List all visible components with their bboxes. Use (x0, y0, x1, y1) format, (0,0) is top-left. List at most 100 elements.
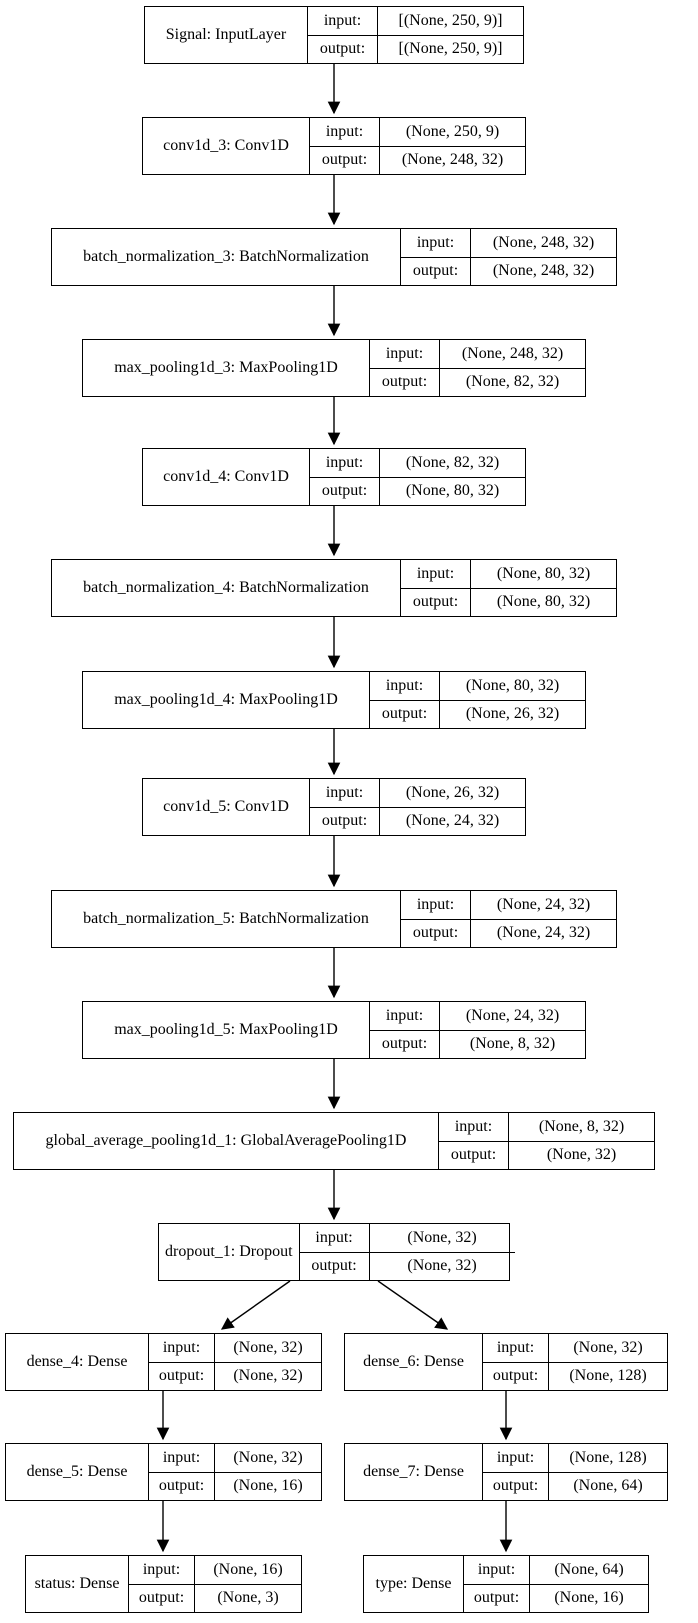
input-shape: (None, 128) (569, 1448, 647, 1466)
layer-name: status: Dense (26, 1556, 129, 1612)
input-shape: [(None, 250, 9)] (398, 11, 503, 29)
output-label: output: (401, 257, 471, 285)
input-label: input: (370, 672, 440, 700)
input-label: input: (401, 229, 471, 257)
output-label: output: (439, 1141, 509, 1169)
layer-node-type: type: Dense input: (None, 64) output: (N… (363, 1555, 649, 1613)
input-label: input: (464, 1556, 530, 1584)
layer-name: dropout_1: Dropout (159, 1224, 300, 1280)
output-label: output: (310, 477, 380, 505)
layer-node-conv1d_4: conv1d_4: Conv1D input: (None, 82, 32) o… (142, 448, 526, 506)
output-shape: (None, 26, 32) (465, 705, 560, 723)
output-shape: (None, 3) (217, 1589, 279, 1607)
edge-arrow (220, 1280, 291, 1330)
output-label: output: (129, 1584, 195, 1612)
layer-name: batch_normalization_5: BatchNormalizatio… (52, 891, 401, 947)
output-shape: (None, 16) (554, 1589, 624, 1607)
layer-node-dense_6: dense_6: Dense input: (None, 32) output:… (344, 1333, 668, 1391)
output-label: output: (401, 588, 471, 616)
input-label: input: (439, 1113, 509, 1141)
layer-name: dense_6: Dense (345, 1334, 483, 1390)
input-label: input: (300, 1224, 370, 1252)
layer-node-conv1d_5: conv1d_5: Conv1D input: (None, 26, 32) o… (142, 778, 526, 836)
input-label: input: (310, 449, 380, 477)
output-label: output: (401, 919, 471, 947)
input-shape: (None, 16) (213, 1560, 283, 1578)
layer-name: batch_normalization_4: BatchNormalizatio… (52, 560, 401, 616)
output-label: output: (300, 1252, 370, 1280)
output-shape: [(None, 250, 9)] (398, 40, 503, 58)
input-label: input: (401, 891, 471, 919)
layer-name: Signal: InputLayer (145, 7, 308, 63)
input-shape: (None, 82, 32) (405, 453, 500, 471)
layer-node-global_average_pooling1d_1: global_average_pooling1d_1: GlobalAverag… (13, 1112, 655, 1170)
layer-node-dense_4: dense_4: Dense input: (None, 32) output:… (5, 1333, 322, 1391)
layer-name: dense_4: Dense (6, 1334, 149, 1390)
layer-name: batch_normalization_3: BatchNormalizatio… (52, 229, 401, 285)
layer-node-max_pooling1d_4: max_pooling1d_4: MaxPooling1D input: (No… (82, 671, 586, 729)
input-label: input: (483, 1334, 549, 1362)
output-shape: (None, 248, 32) (401, 151, 504, 169)
input-label: input: (401, 560, 471, 588)
input-label: input: (129, 1556, 195, 1584)
input-shape: (None, 32) (573, 1338, 643, 1356)
layer-node-batch_normalization_5: batch_normalization_5: BatchNormalizatio… (51, 890, 617, 948)
edge-arrow (377, 1280, 449, 1330)
input-shape: (None, 32) (233, 1338, 303, 1356)
layer-node-dense_7: dense_7: Dense input: (None, 128) output… (344, 1443, 668, 1501)
output-label: output: (149, 1362, 215, 1390)
input-label: input: (370, 340, 440, 368)
input-label: input: (310, 779, 380, 807)
input-label: input: (149, 1334, 215, 1362)
input-shape: (None, 80, 32) (496, 564, 591, 582)
output-shape: (None, 80, 32) (405, 482, 500, 500)
layer-node-status: status: Dense input: (None, 16) output: … (25, 1555, 302, 1613)
output-shape: (None, 32) (233, 1367, 303, 1385)
output-shape: (None, 16) (233, 1477, 303, 1495)
output-label: output: (483, 1472, 549, 1500)
output-label: output: (483, 1362, 549, 1390)
layer-name: max_pooling1d_3: MaxPooling1D (83, 340, 370, 396)
layer-name: type: Dense (364, 1556, 464, 1612)
output-shape: (None, 24, 32) (496, 924, 591, 942)
layer-name: conv1d_3: Conv1D (143, 118, 310, 174)
layer-name: global_average_pooling1d_1: GlobalAverag… (14, 1113, 439, 1169)
output-shape: (None, 82, 32) (465, 373, 560, 391)
output-label: output: (310, 807, 380, 835)
layer-node-batch_normalization_4: batch_normalization_4: BatchNormalizatio… (51, 559, 617, 617)
layer-name: max_pooling1d_5: MaxPooling1D (83, 1002, 370, 1058)
input-label: input: (483, 1444, 549, 1472)
output-shape: (None, 80, 32) (496, 593, 591, 611)
layer-node-dropout_1: dropout_1: Dropout input: (None, 32) out… (158, 1223, 515, 1281)
output-shape: (None, 8, 32) (469, 1035, 556, 1053)
input-shape: (None, 248, 32) (461, 344, 564, 362)
output-label: output: (464, 1584, 530, 1612)
layer-name: conv1d_5: Conv1D (143, 779, 310, 835)
layer-name: dense_5: Dense (6, 1444, 149, 1500)
input-label: input: (308, 7, 378, 35)
output-label: output: (308, 35, 378, 63)
layer-node-dense_5: dense_5: Dense input: (None, 32) output:… (5, 1443, 322, 1501)
output-label: output: (370, 700, 440, 728)
input-shape: (None, 24, 32) (496, 895, 591, 913)
output-shape: (None, 64) (573, 1477, 643, 1495)
output-shape: (None, 24, 32) (405, 812, 500, 830)
input-shape: (None, 32) (233, 1448, 303, 1466)
output-shape: (None, 32) (407, 1257, 477, 1275)
output-label: output: (149, 1472, 215, 1500)
input-shape: (None, 24, 32) (465, 1006, 560, 1024)
layer-node-signal: Signal: InputLayer input: [(None, 250, 9… (144, 6, 524, 64)
output-label: output: (310, 146, 380, 174)
input-shape: (None, 250, 9) (405, 122, 500, 140)
layer-node-max_pooling1d_5: max_pooling1d_5: MaxPooling1D input: (No… (82, 1001, 586, 1059)
input-shape: (None, 8, 32) (538, 1117, 625, 1135)
output-label: output: (370, 1030, 440, 1058)
layer-node-batch_normalization_3: batch_normalization_3: BatchNormalizatio… (51, 228, 617, 286)
layer-name: conv1d_4: Conv1D (143, 449, 310, 505)
layer-name: dense_7: Dense (345, 1444, 483, 1500)
input-label: input: (310, 118, 380, 146)
input-shape: (None, 26, 32) (405, 783, 500, 801)
input-label: input: (149, 1444, 215, 1472)
output-shape: (None, 248, 32) (492, 262, 595, 280)
